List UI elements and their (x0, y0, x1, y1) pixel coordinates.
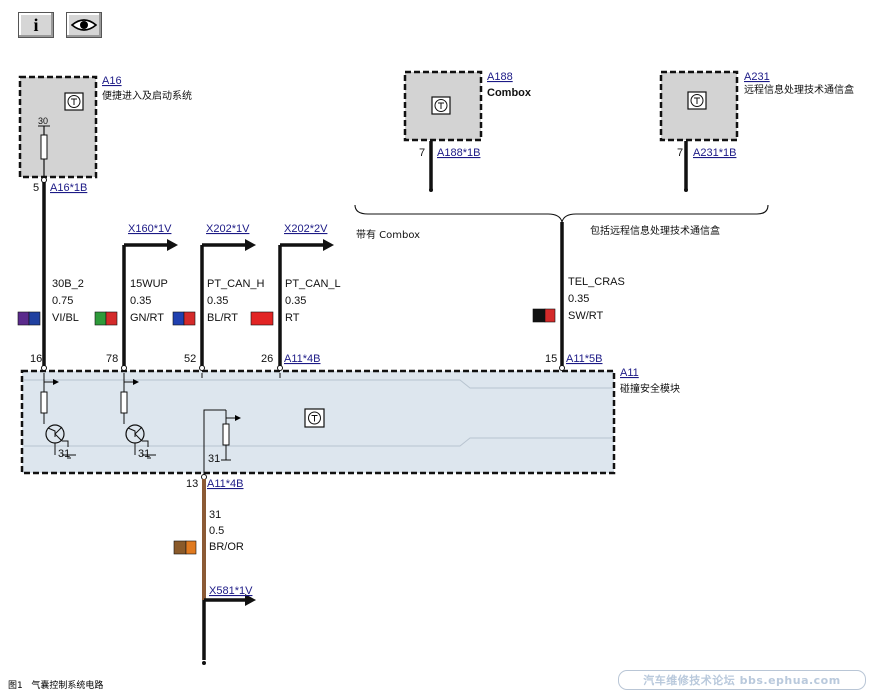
wire-15wup-color: GN/RT (130, 312, 164, 324)
eye-icon (71, 19, 97, 31)
a11-pin-16: 16 (30, 353, 42, 365)
a231-name: 远程信息处理技术通信盒 (744, 83, 854, 96)
info-button[interactable]: i (18, 12, 54, 38)
wire-30b2-size: 0.75 (52, 295, 73, 307)
module-a11[interactable] (20, 369, 616, 476)
wire-30b2-swatch (17, 311, 30, 326)
x160-connector[interactable]: X160*1V (128, 223, 172, 235)
a16-id[interactable]: A16 (102, 75, 122, 87)
figure-caption: 图1 气囊控制系统电路 (8, 678, 103, 691)
figure-number: 图1 (8, 681, 23, 691)
a11-connector-top[interactable]: A11*4B (284, 353, 321, 365)
brace-right-label: 包括远程信息处理技术通信盒 (590, 224, 720, 237)
view-button[interactable] (66, 12, 102, 38)
wire-tel-cras-size: 0.35 (568, 293, 589, 305)
watermark: 汽车维修技术论坛 bbs.ephua.com (618, 670, 866, 690)
a11-pin-78: 78 (106, 353, 118, 365)
wire-pt-can-l-signal: PT_CAN_L (285, 278, 341, 290)
wire-30b2-color: VI/BL (52, 312, 79, 324)
x202-2-connector[interactable]: X202*2V (284, 223, 328, 235)
wire-30b2-signal: 30B_2 (52, 278, 84, 290)
wire-pt-can-l-swatch (250, 311, 274, 326)
x581-connector[interactable]: X581*1V (209, 585, 253, 597)
module-a188[interactable] (403, 70, 483, 142)
a11-connector-right[interactable]: A11*5B (566, 353, 603, 365)
a16-conn-pin: 5 (33, 182, 39, 194)
a11-ground-3: 31 (208, 453, 220, 465)
wire-31-swatch (173, 540, 187, 555)
wire-tel-cras-signal: TEL_CRAS (568, 276, 625, 288)
wire-31-size: 0.5 (209, 525, 224, 537)
wire-pt-can-l-size: 0.35 (285, 295, 306, 307)
a188-conn-pin: 7 (419, 147, 425, 159)
x202-1-connector[interactable]: X202*1V (206, 223, 250, 235)
wire-tel-cras-swatch (532, 308, 546, 323)
a16-pin-label: 30 (38, 116, 48, 126)
wire-15wup-swatch (94, 311, 107, 326)
a16-name: 便捷进入及启动系统 (102, 89, 192, 102)
a11-id[interactable]: A11 (620, 367, 639, 379)
a11-ground-1: 31 (58, 448, 70, 460)
info-icon: i (33, 14, 39, 35)
a11-pin-26: 26 (261, 353, 273, 365)
module-a16[interactable] (18, 75, 98, 179)
a231-id[interactable]: A231 (744, 71, 770, 83)
wire-pt-can-h-color: BL/RT (207, 312, 238, 324)
wire-pt-can-h-swatch (172, 311, 185, 326)
wire-tel-cras-color: SW/RT (568, 310, 604, 322)
a231-connector[interactable]: A231*1B (693, 147, 736, 159)
wire-15wup-signal: 15WUP (130, 278, 168, 290)
wire-15wup-size: 0.35 (130, 295, 151, 307)
a188-connector[interactable]: A188*1B (437, 147, 480, 159)
a11-pin-15: 15 (545, 353, 557, 365)
wire-pt-can-l-color: RT (285, 312, 300, 324)
wire-pt-can-h-size: 0.35 (207, 295, 228, 307)
figure-title: 气囊控制系统电路 (31, 681, 104, 691)
wire-pt-can-h-signal: PT_CAN_H (207, 278, 265, 290)
a11-pin-13: 13 (186, 478, 198, 490)
a11-ground-2: 31 (138, 448, 150, 460)
a11-pin-52: 52 (184, 353, 196, 365)
a11-name: 碰撞安全模块 (620, 382, 680, 395)
a16-connector[interactable]: A16*1B (50, 182, 87, 194)
wire-31-signal: 31 (209, 509, 221, 521)
a11-connector-bottom[interactable]: A11*4B (207, 478, 244, 490)
a188-name: Combox (487, 87, 532, 99)
brace-left-label: 带有 Combox (356, 228, 420, 241)
a188-id[interactable]: A188 (487, 71, 513, 83)
module-a231[interactable] (659, 70, 739, 142)
option-brace (354, 204, 769, 223)
wire-31-color: BR/OR (209, 541, 244, 553)
a231-conn-pin: 7 (677, 147, 683, 159)
